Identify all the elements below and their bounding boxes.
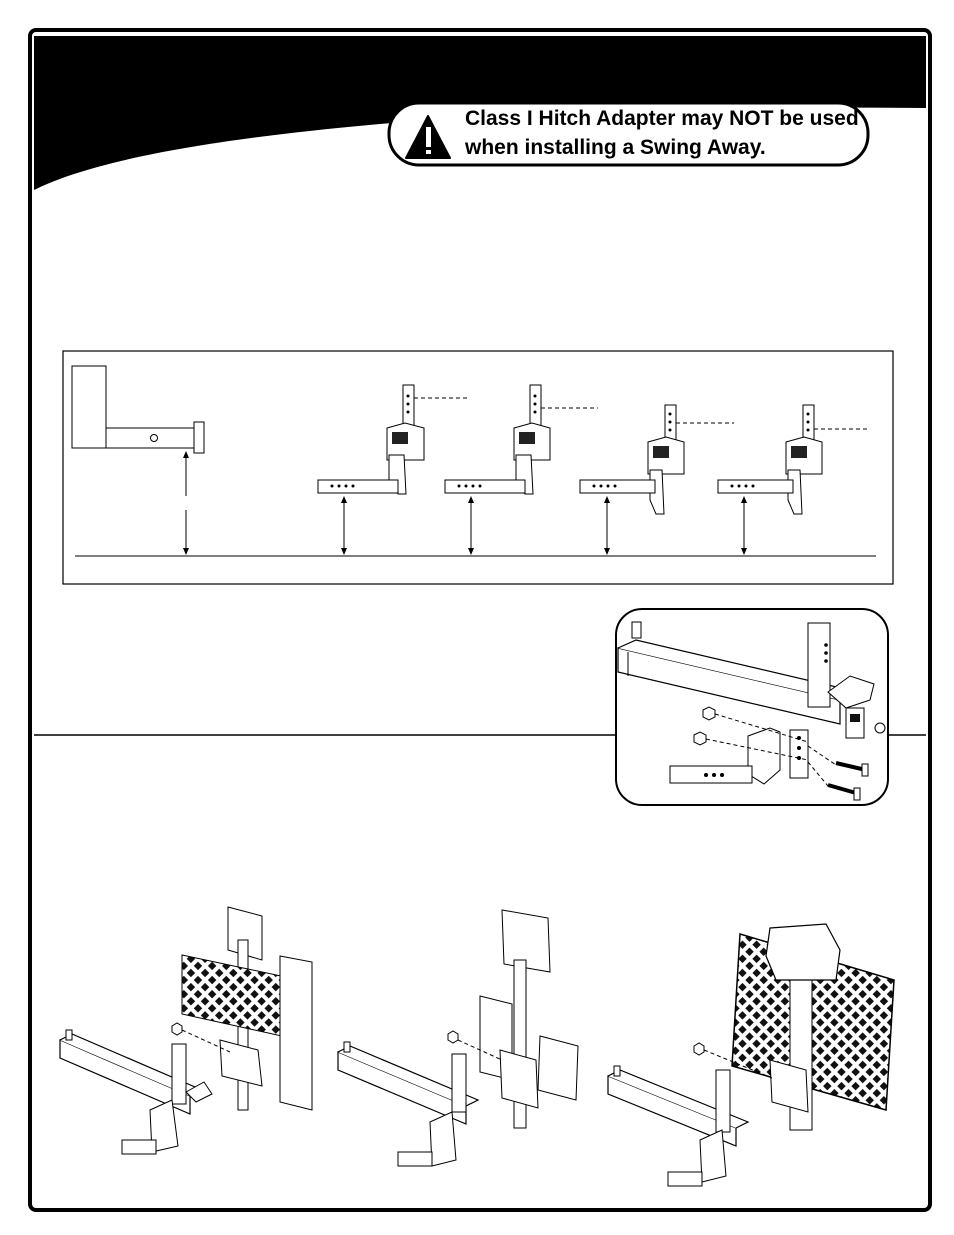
height-diagram xyxy=(62,350,894,585)
hitch-config-4 xyxy=(717,404,870,555)
assembly-illustration-3 xyxy=(607,923,895,1187)
assembly-illustration-2 xyxy=(337,909,579,1167)
warning-callout xyxy=(387,101,870,167)
detail-inset xyxy=(615,608,889,806)
receiver-hitch xyxy=(71,365,205,555)
warning-line-2: when installing a Swing Away. xyxy=(465,136,766,159)
hitch-config-1 xyxy=(317,384,470,555)
warning-text: Class I Hitch Adapter may NOT be used wh… xyxy=(465,104,865,162)
hitch-config-2 xyxy=(444,384,598,555)
warning-line-1: Class I Hitch Adapter may NOT be used xyxy=(465,107,859,130)
exclamation-triangle-icon xyxy=(405,115,451,159)
hitch-config-3 xyxy=(579,404,734,555)
page-border xyxy=(28,28,932,1212)
assembly-illustration-1 xyxy=(59,906,313,1155)
